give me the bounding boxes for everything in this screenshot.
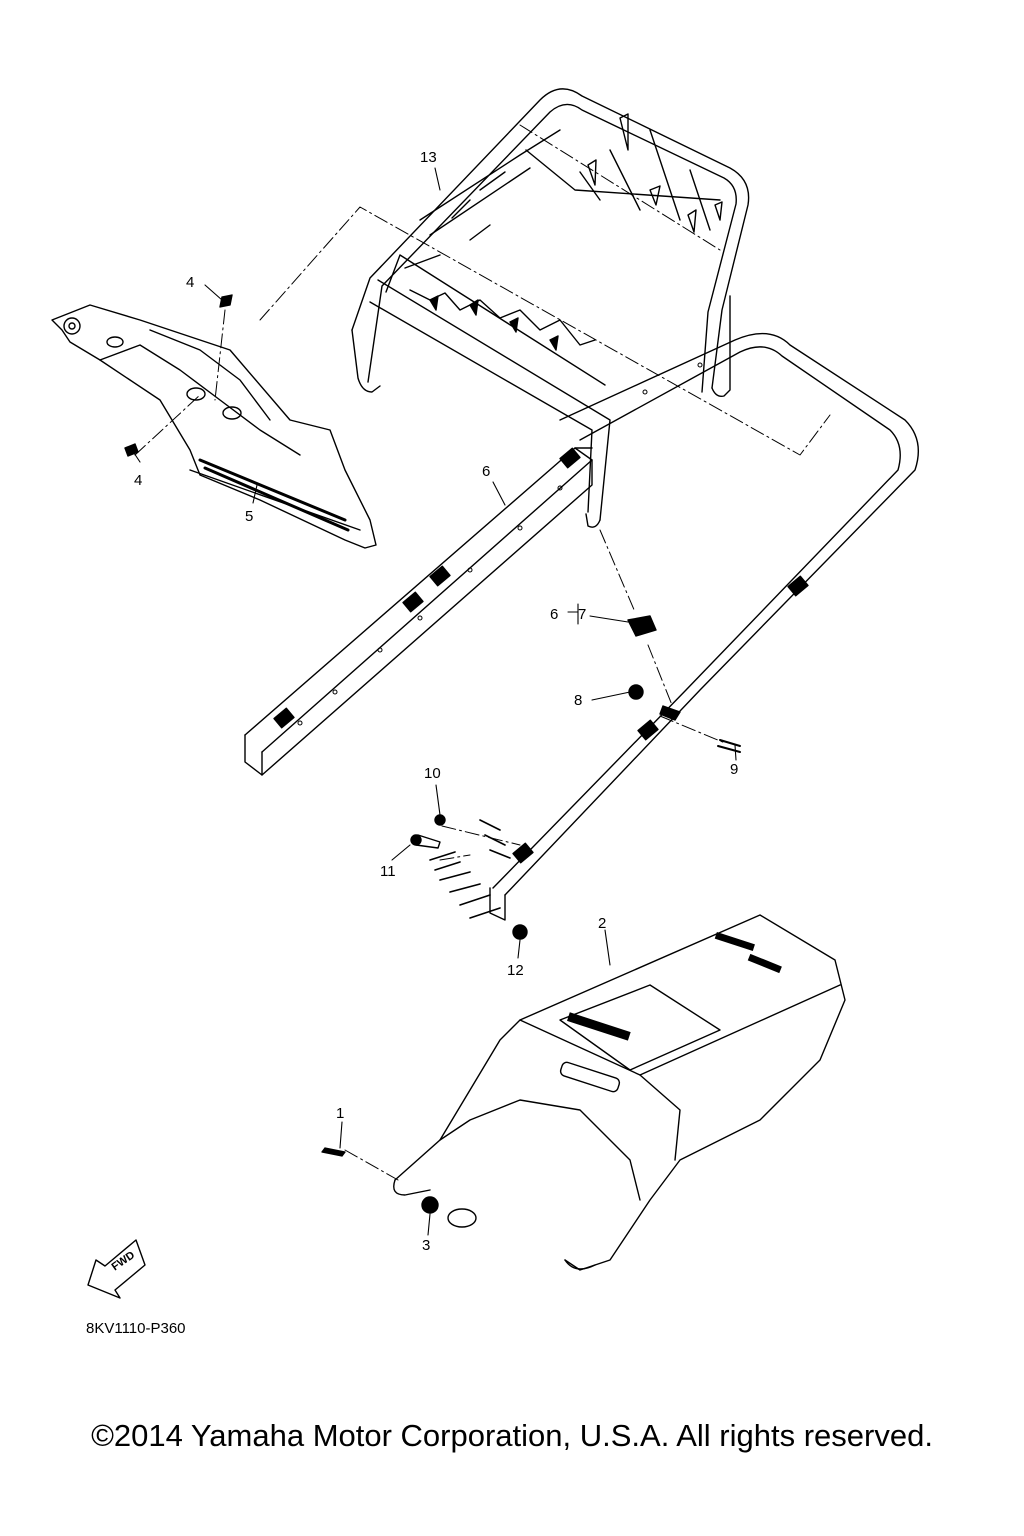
leader-lines: [131, 167, 737, 1236]
callout-4-lower: 4: [134, 472, 142, 489]
callouts: 13 4 4 5 6 6 7 8 9 10 11 12 2 1 3: [134, 149, 738, 1254]
reference-lines: [134, 124, 831, 1181]
callout-1: 1: [336, 1105, 344, 1122]
callout-9: 9: [730, 761, 738, 778]
seat-cover: [393, 914, 846, 1271]
rail-frame: [244, 332, 919, 921]
callout-7: 7: [578, 606, 586, 623]
callout-6-bracket: 6: [550, 606, 558, 623]
callout-13: 13: [420, 149, 437, 166]
callout-4-upper: 4: [186, 274, 194, 291]
fwd-arrow-icon: FWD: [87, 1239, 146, 1299]
callout-6-rail: 6: [482, 463, 490, 480]
callout-5: 5: [245, 508, 253, 525]
callout-2: 2: [598, 915, 606, 932]
copyright-notice: ©2014 Yamaha Motor Corporation, U.S.A. A…: [91, 1418, 933, 1453]
callout-11: 11: [380, 863, 396, 880]
callout-10: 10: [424, 765, 441, 782]
callout-8: 8: [574, 692, 582, 709]
callout-12: 12: [507, 962, 524, 979]
cover-bracket: [51, 304, 377, 549]
callout-3: 3: [422, 1237, 430, 1254]
hardware-parts: [124, 294, 741, 1228]
drawing-code: 8KV1110-P360: [86, 1320, 186, 1337]
rear-rack: [351, 88, 750, 528]
